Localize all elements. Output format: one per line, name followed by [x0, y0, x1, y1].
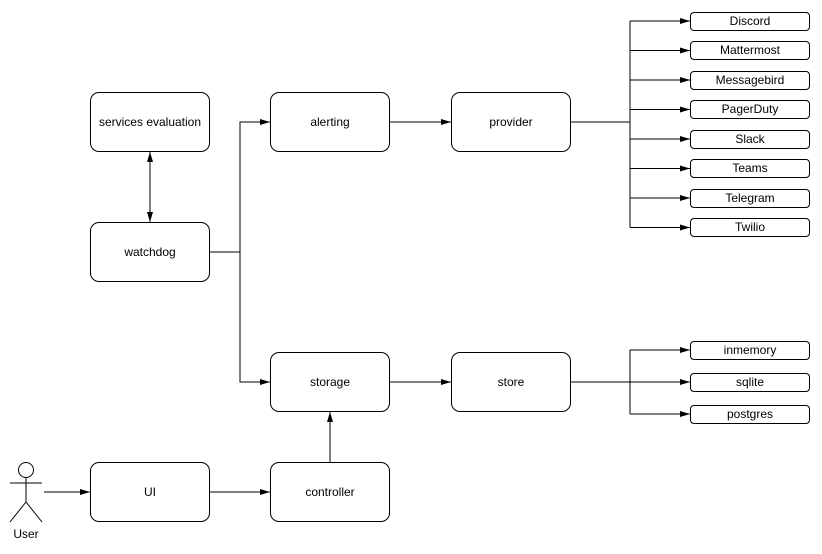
- node-provider-messagebird: Messagebird: [690, 70, 810, 90]
- node-provider: provider: [451, 92, 571, 152]
- node-provider-pagerduty: PagerDuty: [690, 100, 810, 119]
- node-store-sqlite: sqlite: [690, 372, 810, 392]
- user-actor-label: User: [13, 527, 39, 541]
- node-provider-mattermost: Mattermost: [690, 41, 810, 60]
- node-store: store: [451, 352, 571, 412]
- actor-body: [9, 477, 43, 523]
- node-provider-teams: Teams: [690, 159, 810, 178]
- node-storage: storage: [270, 352, 390, 412]
- node-ui: UI: [90, 462, 210, 522]
- edge-watchdog-storage: [239, 252, 270, 385]
- node-watchdog: watchdog: [90, 222, 210, 282]
- edge-watchdog-alerting: [239, 119, 270, 252]
- user-actor-icon: [9, 462, 43, 523]
- node-store-postgres: postgres: [690, 404, 810, 424]
- node-provider-telegram: Telegram: [690, 188, 810, 208]
- node-alerting: alerting: [270, 92, 390, 152]
- node-store-inmemory: inmemory: [690, 340, 810, 360]
- node-provider-discord: Discord: [690, 11, 810, 31]
- node-controller: controller: [270, 462, 390, 522]
- actor-head: [18, 462, 34, 478]
- node-provider-slack: Slack: [690, 129, 810, 149]
- node-services-evaluation: services evaluation: [90, 92, 210, 152]
- node-provider-twilio: Twilio: [690, 218, 810, 237]
- edge-group: [44, 18, 690, 495]
